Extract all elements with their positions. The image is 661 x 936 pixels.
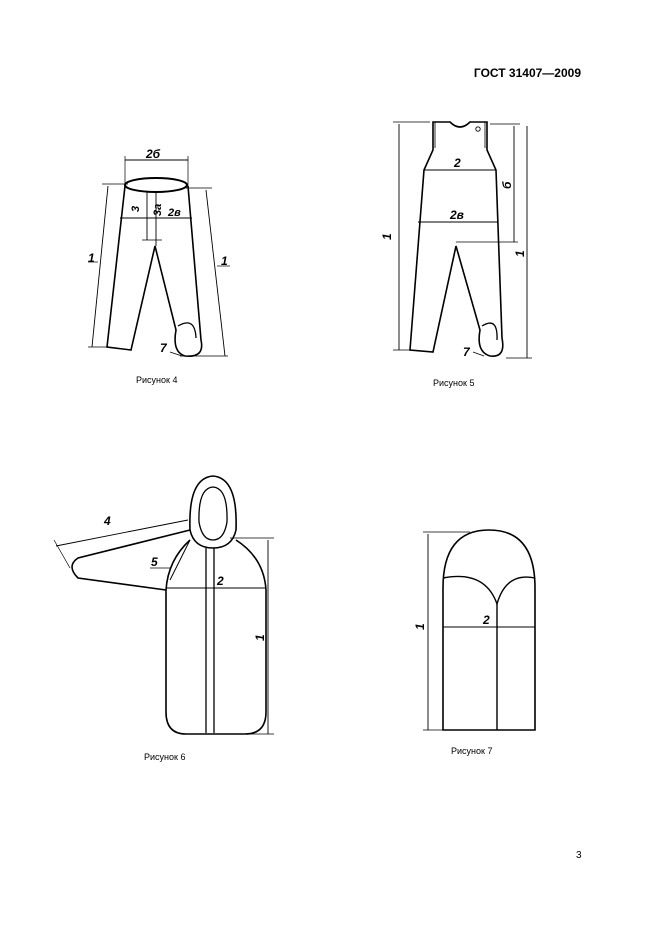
figure-7-caption: Рисунок 7 — [451, 746, 493, 756]
fig6-label-2: 2 — [216, 574, 224, 588]
page-number: 3 — [576, 850, 582, 861]
figure-5-caption: Рисунок 5 — [433, 378, 475, 388]
fig6-label-4: 4 — [103, 514, 111, 528]
fig7-label-1: 1 — [413, 623, 427, 630]
fig4-label-3a: 3а — [152, 204, 164, 216]
fig4-label-2v: 2в — [167, 207, 181, 219]
fig5-label-7: 7 — [463, 345, 471, 359]
figure-4-drawing — [88, 156, 230, 357]
figure-5-drawing — [393, 121, 532, 359]
fig5-label-1-left: 1 — [380, 233, 394, 240]
fig5-label-1-right: 1 — [513, 250, 527, 257]
fig5-label-b: б — [500, 181, 514, 189]
figure-6-drawing — [53, 475, 274, 735]
fig4-label-3: 3 — [130, 206, 142, 212]
fig7-label-2: 2 — [482, 613, 490, 627]
fig4-label-1-right: 1 — [221, 254, 228, 268]
figure-6-caption: Рисунок 6 — [144, 752, 186, 762]
fig6-label-1: 1 — [253, 634, 267, 641]
fig6-label-5: 5 — [151, 555, 158, 569]
fig4-label-7: 7 — [160, 341, 168, 355]
fig4-label-2b: 2б — [145, 147, 161, 161]
fig5-label-2v: 2в — [449, 208, 464, 222]
figure-4-caption: Рисунок 4 — [136, 375, 178, 385]
standard-header: ГОСТ 31407—2009 — [473, 66, 581, 80]
fig4-label-1-left: 1 — [88, 251, 95, 265]
fig5-label-2: 2 — [453, 156, 461, 170]
figure-7-drawing — [423, 529, 536, 731]
